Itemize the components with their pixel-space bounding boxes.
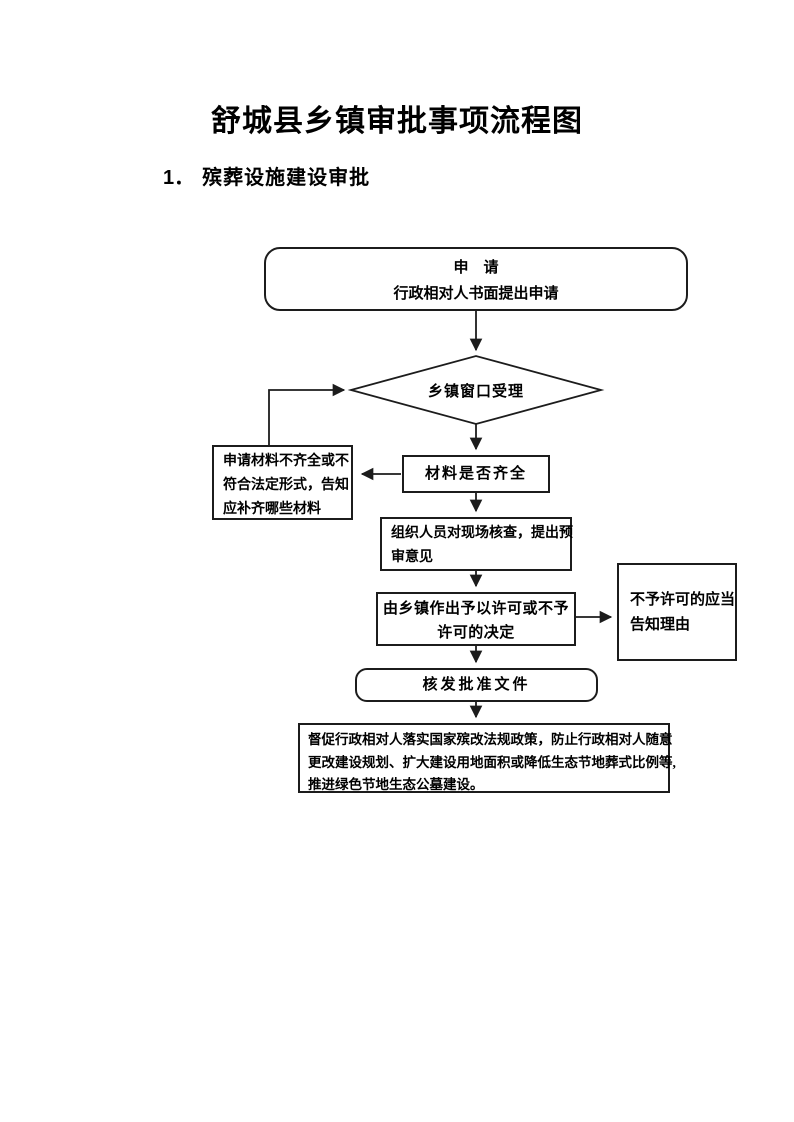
flow-node-site-review: 组织人员对现场核查，提出预 审意见 [380,517,573,571]
flow-node-accept-label: 乡镇窗口受理 [427,383,524,400]
site-review-line2: 审意见 [391,550,433,565]
accept-diamond-shape [347,355,605,425]
arrow-notify-to-accept [268,383,346,445]
flow-node-start: 申 请 行政相对人书面提出申请 [264,247,688,311]
deny-line1: 不予许可的应当 [630,592,736,608]
supervise-line2: 更改建设规划、扩大建设用地面积或降低生态节地葬式比例等, [308,754,676,770]
section-title: 殡葬设施建设审批 [202,167,371,189]
flow-node-deny-reason: 不予许可的应当 告知理由 [617,563,737,661]
flow-node-materials-check: 材料是否齐全 [402,455,550,493]
start-line1: 申 请 [453,260,499,276]
supervise-line3: 推进绿色节地生态公墓建设。 [308,777,484,792]
decision-line2: 许可的决定 [437,625,515,641]
supervise-line1: 督促行政相对人落实国家殡改法规政策，防止行政相对人随意 [308,732,673,747]
flow-node-issue-document: 核发批准文件 [355,668,598,702]
flow-node-notify-missing-materials: 申请材料不齐全或不 符合法定形式，告知 应补齐哪些材料 [212,445,353,520]
flow-node-supervise: 督促行政相对人落实国家殡改法规政策，防止行政相对人随意 更改建设规划、扩大建设用… [298,723,676,793]
site-review-line1: 组织人员对现场核查，提出预 [391,526,573,541]
section-number: 1． [163,167,195,189]
notify-line2: 符合法定形式，告知 [223,478,349,493]
section-heading: 1． 殡葬设施建设审批 [163,164,370,192]
deny-line2: 告知理由 [630,617,691,633]
flow-node-decision: 由乡镇作出予以许可或不予 许可的决定 [376,592,576,646]
start-line2: 行政相对人书面提出申请 [393,286,559,302]
decision-line1: 由乡镇作出予以许可或不予 [382,601,569,617]
notify-line3: 应补齐哪些材料 [223,502,321,517]
notify-line1: 申请材料不齐全或不 [223,454,349,469]
page-title: 舒城县乡镇审批事项流程图 [211,105,583,138]
